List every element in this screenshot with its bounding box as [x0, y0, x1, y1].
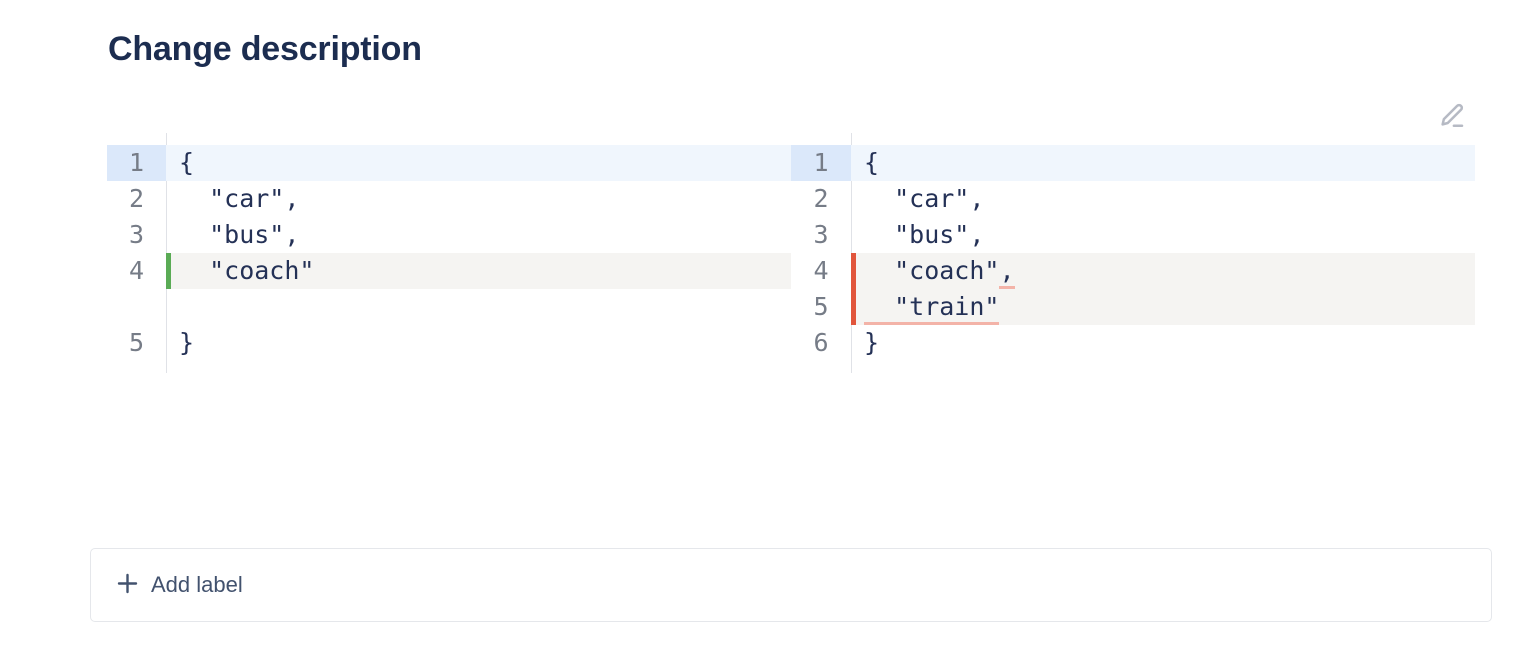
- code-segment: }: [179, 328, 195, 357]
- edit-description-button[interactable]: [1430, 94, 1474, 138]
- line-number: 4: [128, 256, 145, 285]
- diff-row: 3 "bus",: [791, 217, 1475, 253]
- add-label-text: Add label: [151, 572, 243, 597]
- code-line: "bus",: [851, 217, 1475, 253]
- line-number: 1: [107, 145, 166, 181]
- line-number: 6: [813, 328, 829, 357]
- code-line: }: [166, 325, 791, 361]
- code-line: {: [851, 145, 1475, 181]
- code-line: }: [851, 325, 1475, 361]
- code-segment: "car",: [864, 184, 985, 213]
- line-number: 2: [128, 184, 145, 213]
- code-segment: "bus",: [179, 220, 300, 249]
- plus-icon: [116, 572, 139, 598]
- code-line: "train": [851, 289, 1475, 325]
- diff-row: 6}: [791, 325, 1475, 361]
- code-segment: "coach": [864, 256, 1000, 285]
- diff-row: 5}: [107, 325, 791, 361]
- diff-viewer: 1{2 "car",3 "bus",4 "coach"5} 1{2 "car",…: [107, 133, 1475, 373]
- diff-row: 4 "coach",: [791, 253, 1475, 289]
- pencil-icon: [1437, 100, 1467, 133]
- diff-row: 1{: [791, 145, 1475, 181]
- diff-pane-modified: 1{2 "car",3 "bus",4 "coach",5 "train"6}: [791, 133, 1475, 373]
- code-segment: "coach": [179, 256, 315, 285]
- code-segment: }: [864, 328, 880, 357]
- code-line: {: [166, 145, 791, 181]
- line-number: 3: [128, 220, 145, 249]
- inline-change-segment: ,: [999, 256, 1015, 289]
- diff-row: 2 "car",: [791, 181, 1475, 217]
- diff-pane-original: 1{2 "car",3 "bus",4 "coach"5}: [107, 133, 791, 373]
- code-line: "bus",: [166, 217, 791, 253]
- diff-row: 5 "train": [791, 289, 1475, 325]
- line-number: 3: [813, 220, 829, 249]
- line-number: 5: [813, 292, 829, 321]
- code-line: "car",: [166, 181, 791, 217]
- code-segment: {: [864, 148, 880, 177]
- code-line: "coach": [166, 253, 791, 289]
- line-number: 2: [813, 184, 829, 213]
- diff-row: 1{: [107, 145, 791, 181]
- code-line: [166, 289, 791, 325]
- line-number: 4: [813, 256, 829, 285]
- add-label-button[interactable]: Add label: [90, 548, 1492, 622]
- diff-row: 4 "coach": [107, 253, 791, 289]
- inline-change-segment: "train": [864, 292, 1000, 325]
- code-line: "car",: [851, 181, 1475, 217]
- code-segment: {: [179, 148, 195, 177]
- page-title: Change description: [108, 30, 422, 68]
- line-number: [107, 289, 166, 325]
- code-line: "coach",: [851, 253, 1475, 289]
- diff-row: 3 "bus",: [107, 217, 791, 253]
- code-segment: "car",: [179, 184, 300, 213]
- line-number: 5: [128, 328, 145, 357]
- code-segment: "bus",: [864, 220, 985, 249]
- line-number: 1: [791, 145, 851, 181]
- diff-row: 2 "car",: [107, 181, 791, 217]
- diff-row: [107, 289, 791, 325]
